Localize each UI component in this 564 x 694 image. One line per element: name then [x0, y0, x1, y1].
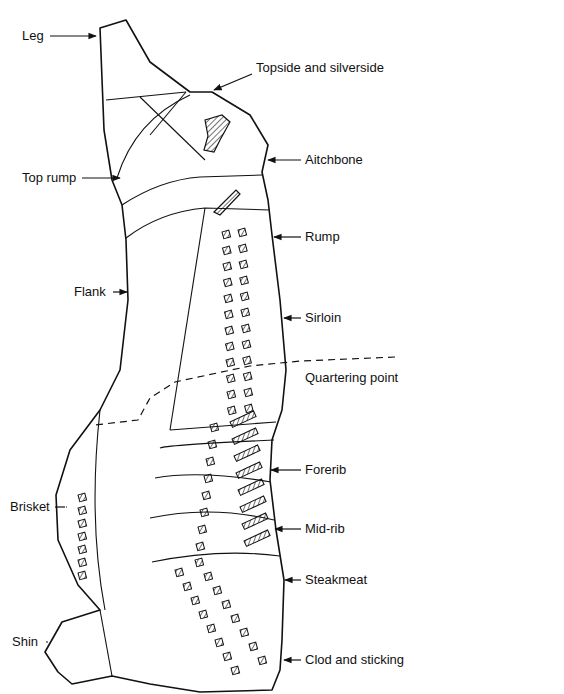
bone-section: [230, 411, 256, 427]
bone-section: [225, 310, 234, 319]
cut-label: Rump: [305, 229, 340, 245]
bone-section: [231, 666, 240, 675]
leader-arrows: [46, 36, 301, 660]
bone-section: [208, 440, 217, 449]
bone-section: [227, 390, 236, 399]
bone-section: [213, 586, 222, 595]
quartering-line: [95, 357, 395, 425]
bone-section: [244, 530, 270, 546]
bone-section: [226, 342, 235, 351]
bone-section: [224, 294, 233, 303]
bone-section: [241, 308, 250, 317]
bone-section: [78, 493, 87, 502]
cut-label: Brisket: [10, 499, 50, 515]
bone-section: [183, 582, 192, 591]
bone-section: [240, 276, 249, 285]
bone-section: [227, 374, 236, 383]
bone-section: [78, 558, 87, 567]
bone-section: [239, 260, 248, 269]
bone-section: [238, 228, 247, 237]
bone-section: [206, 457, 215, 466]
bone-section: [243, 356, 252, 365]
bone-section: [199, 610, 208, 619]
bone-section: [223, 262, 232, 271]
bone-section: [215, 638, 224, 647]
bone-section: [240, 292, 249, 301]
cut-label: Quartering point: [305, 370, 398, 386]
aitchbone-section: [204, 115, 230, 152]
bone-section: [222, 230, 231, 239]
bone-section: [242, 340, 251, 349]
bone-section: [222, 600, 231, 609]
bone-section: [78, 519, 87, 528]
bone-section: [243, 372, 252, 381]
bone-section: [234, 445, 260, 461]
cut-label: Sirloin: [305, 310, 341, 326]
bone-section: [224, 278, 233, 287]
bone-section: [204, 572, 213, 581]
bone-section: [78, 506, 87, 515]
bone-section: [225, 326, 234, 335]
leader-arrows-left: [66, 506, 67, 507]
bone-section: [244, 388, 253, 397]
cut-label: Topside and silverside: [256, 60, 384, 76]
bone-section: [207, 624, 216, 633]
bone-section: [238, 479, 264, 495]
cut-lines: [95, 92, 280, 676]
bone-section: [175, 568, 184, 577]
cut-label: Top rump: [22, 170, 76, 186]
cut-label: Leg: [22, 28, 44, 44]
bone-section: [239, 244, 248, 253]
bone-section: [191, 596, 200, 605]
bone-section: [242, 324, 251, 333]
bone-section: [78, 571, 87, 580]
bone-section: [198, 525, 207, 534]
bone-section: [228, 406, 237, 415]
cut-label: Flank: [74, 284, 106, 300]
bone-section: [223, 652, 232, 661]
carcass-outline: [45, 20, 286, 692]
bone-section: [249, 642, 258, 651]
bone-section: [236, 462, 262, 478]
cut-label: Forerib: [305, 462, 346, 478]
bone-section: [200, 508, 209, 517]
cut-label: Clod and sticking: [305, 652, 404, 668]
bone-section: [78, 532, 87, 541]
rump-bone-section: [214, 190, 240, 215]
cut-label: Mid-rib: [305, 521, 345, 537]
bone-section: [242, 513, 268, 529]
vertebrae-sections: [78, 228, 270, 675]
bone-section: [204, 474, 213, 483]
bone-section: [202, 491, 211, 500]
bone-section: [258, 656, 267, 665]
bone-section: [226, 358, 235, 367]
bone-section: [223, 246, 232, 255]
bone-section: [196, 542, 205, 551]
bone-section: [232, 428, 258, 444]
cut-label: Aitchbone: [305, 152, 363, 168]
bone-section: [78, 545, 87, 554]
bone-section: [195, 558, 204, 567]
cut-label: Steakmeat: [305, 572, 367, 588]
cut-label: Shin: [12, 634, 38, 650]
bone-section: [240, 496, 266, 512]
bone-section: [231, 614, 240, 623]
bone-section: [240, 628, 249, 637]
bone-section: [210, 423, 219, 432]
